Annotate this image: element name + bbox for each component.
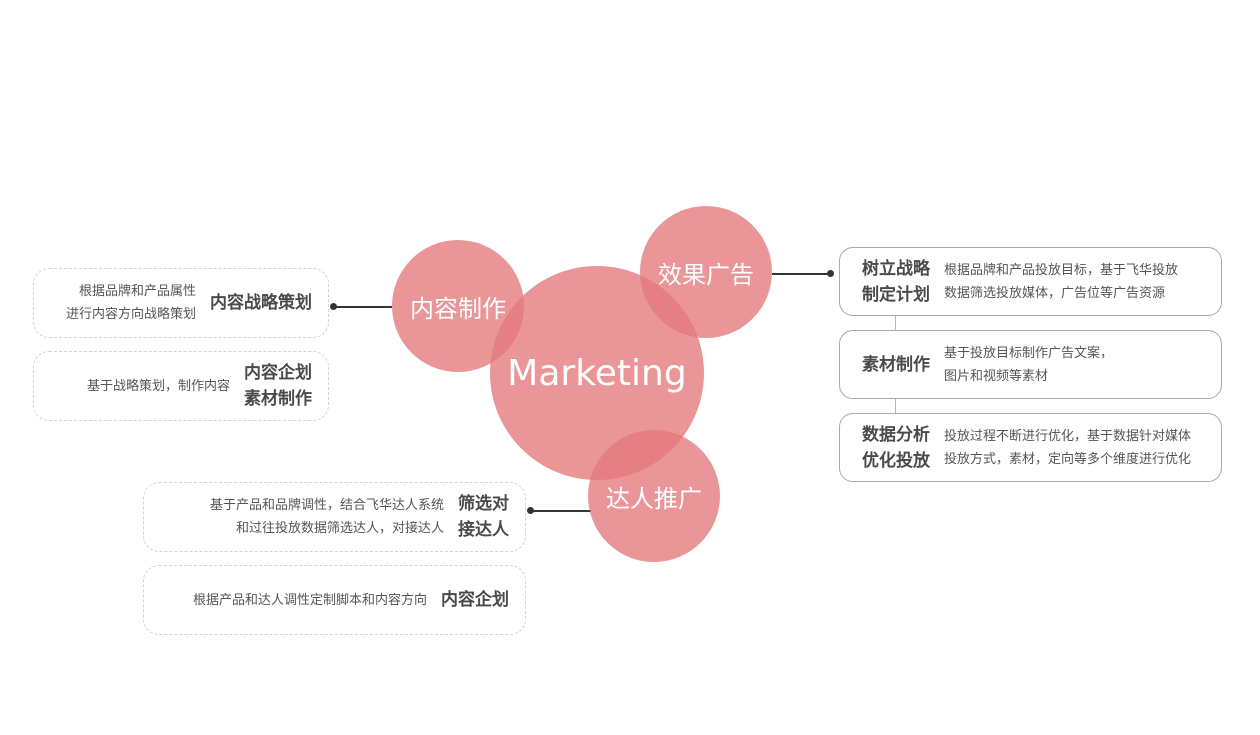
content-strategy-card: 根据品牌和产品属性 进行内容方向战略策划 内容战略策划 xyxy=(33,268,329,338)
connector-content xyxy=(334,306,392,308)
content-production-label: 内容制作 xyxy=(410,294,506,323)
data-optimization-title: 数据分析 优化投放 xyxy=(862,424,930,471)
material-production-desc: 基于投放目标制作广告文案， 图片和视频等素材 xyxy=(944,345,1114,384)
connector-talent xyxy=(531,510,591,512)
talent-promotion-hub: 达人推广 xyxy=(588,430,720,562)
data-optimization-desc: 投放过程不断进行优化，基于数据针对媒体 投放方式，素材，定向等多个维度进行优化 xyxy=(944,428,1192,467)
right-stack-link-2 xyxy=(895,398,896,414)
content-planning-card: 基于战略策划，制作内容 内容企划 素材制作 xyxy=(33,351,329,421)
performance-ads-label: 效果广告 xyxy=(658,260,754,289)
connector-ads-dot xyxy=(827,270,834,277)
performance-ads-hub: 效果广告 xyxy=(640,206,772,338)
talent-content-title: 内容企划 xyxy=(441,590,509,610)
content-production-hub: 内容制作 xyxy=(392,240,524,372)
connector-talent-dot xyxy=(527,507,534,514)
talent-content-desc: 根据产品和达人调性定制脚本和内容方向 xyxy=(192,592,427,608)
right-stack-link-1 xyxy=(895,315,896,331)
connector-content-dot xyxy=(330,303,337,310)
content-strategy-title: 内容战略策划 xyxy=(210,293,312,313)
strategy-plan-card: 树立战略 制定计划 根据品牌和产品投放目标，基于飞华投放 数据筛选投放媒体，广告… xyxy=(839,247,1222,316)
material-production-card: 素材制作 基于投放目标制作广告文案， 图片和视频等素材 xyxy=(839,330,1222,399)
strategy-plan-desc: 根据品牌和产品投放目标，基于飞华投放 数据筛选投放媒体，广告位等广告资源 xyxy=(944,262,1179,301)
talent-selection-title: 筛选对 接达人 xyxy=(458,494,509,540)
data-optimization-card: 数据分析 优化投放 投放过程不断进行优化，基于数据针对媒体 投放方式，素材，定向… xyxy=(839,413,1222,482)
center-title: Marketing xyxy=(507,352,687,394)
content-strategy-desc: 根据品牌和产品属性 进行内容方向战略策划 xyxy=(65,284,196,322)
talent-promotion-label: 达人推广 xyxy=(606,484,702,513)
talent-content-card: 根据产品和达人调性定制脚本和内容方向 内容企划 xyxy=(143,565,526,635)
connector-ads xyxy=(772,273,830,275)
material-production-title: 素材制作 xyxy=(862,354,930,375)
talent-selection-desc: 基于产品和品牌调性，结合飞华达人系统 和过往投放数据筛选达人，对接达人 xyxy=(209,498,444,536)
strategy-plan-title: 树立战略 制定计划 xyxy=(862,258,930,305)
content-planning-desc: 基于战略策划，制作内容 xyxy=(86,378,230,394)
talent-selection-card: 基于产品和品牌调性，结合飞华达人系统 和过往投放数据筛选达人，对接达人 筛选对 … xyxy=(143,482,526,552)
content-planning-title: 内容企划 素材制作 xyxy=(244,363,312,409)
